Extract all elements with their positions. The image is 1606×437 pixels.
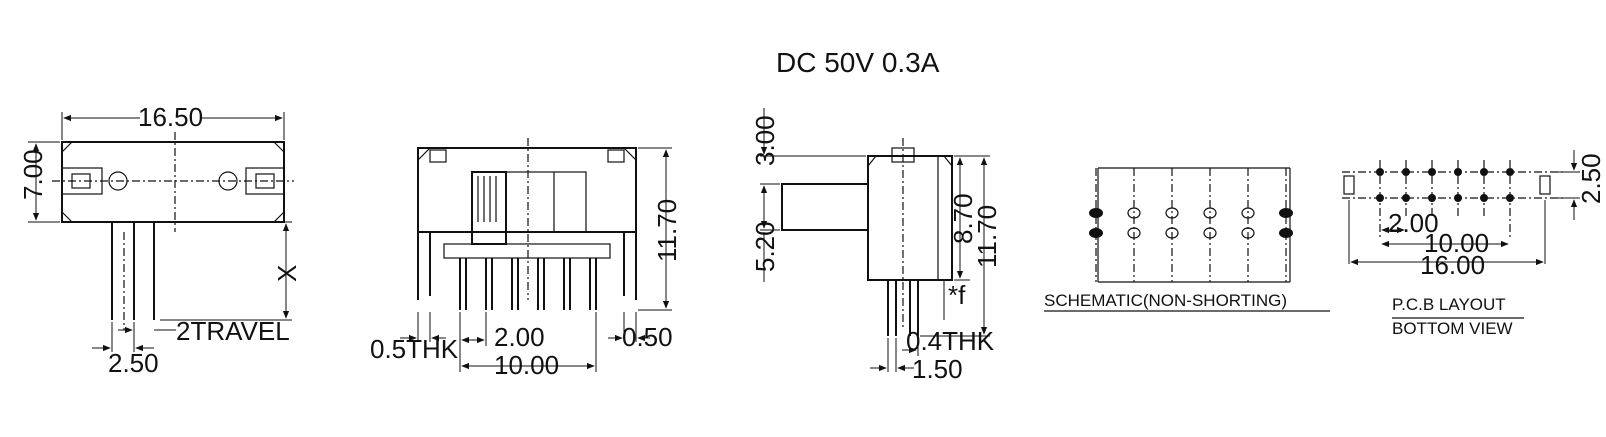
dim-travel: 2TRAVEL xyxy=(176,316,290,346)
dim-x: X xyxy=(272,265,302,282)
schematic xyxy=(1044,167,1330,312)
pcb-row-spacing: 2.50 xyxy=(1576,153,1606,204)
dim-overall-side: 11.70 xyxy=(972,205,1002,268)
dim-height: 7.00 xyxy=(18,149,48,200)
dim-pin-thickness: 0.4THK xyxy=(906,326,995,356)
schematic-label: SCHEMATIC(NON-SHORTING) xyxy=(1044,291,1287,310)
dim-lever-height: 5.20 xyxy=(750,221,780,272)
dim-pin-width: 1.50 xyxy=(912,354,963,384)
pcb-layout xyxy=(1342,150,1580,319)
front-view xyxy=(400,138,672,372)
pcb-pitch: 2.00 xyxy=(1388,208,1439,238)
pcb-total: 16.00 xyxy=(1420,250,1485,280)
top-view xyxy=(28,112,294,352)
dim-width: 16.50 xyxy=(138,102,203,132)
pcb-label: P.C.B LAYOUT xyxy=(1392,295,1506,314)
dim-f: *f xyxy=(948,280,966,310)
dim-pin-span: 10.00 xyxy=(494,350,559,380)
side-view xyxy=(760,108,990,372)
pcb-span: 10.00 xyxy=(1424,228,1489,258)
dim-pin-pitch-front: 2.00 xyxy=(494,322,545,352)
dim-edge: 0.50 xyxy=(622,322,673,352)
dim-body-height: 8.70 xyxy=(948,193,978,244)
dim-overall-height: 11.70 xyxy=(652,199,682,262)
rating-title: DC 50V 0.3A xyxy=(776,47,940,78)
dim-pin-pitch: 2.50 xyxy=(108,348,159,378)
pcb-sublabel: BOTTOM VIEW xyxy=(1392,319,1513,338)
dim-thickness: 0.5THK xyxy=(370,334,459,364)
dim-top-offset: 3.00 xyxy=(750,115,780,166)
